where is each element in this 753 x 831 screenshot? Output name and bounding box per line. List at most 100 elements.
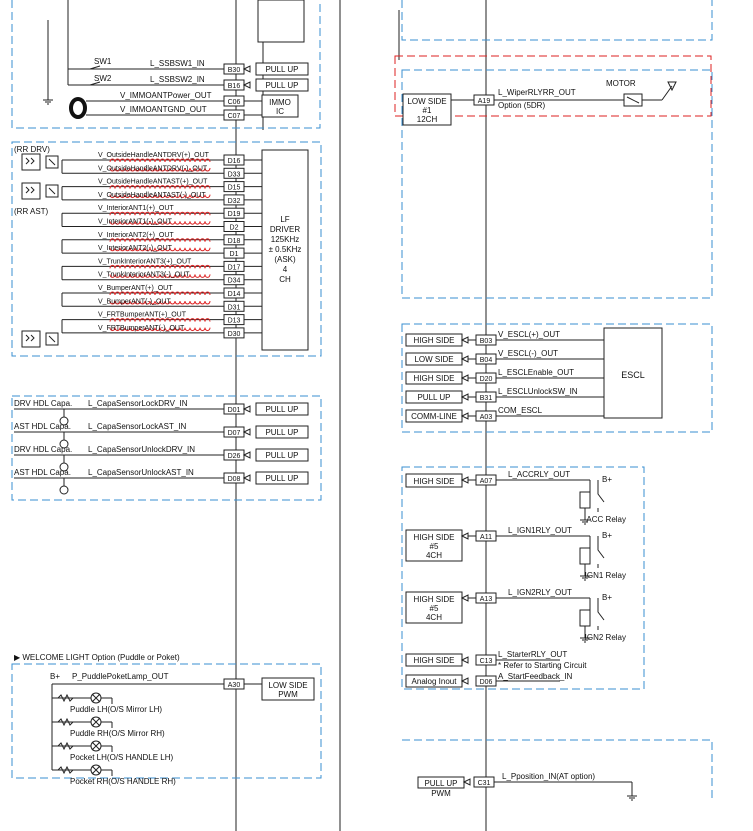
pull-up-box [255,62,309,76]
pin-label: D06 [480,679,493,686]
lf-driver-label: CH [279,275,291,284]
signal-label: V_OutsideHandleANTDRV(-)_OUT [98,165,208,172]
lamp-icon [91,765,101,775]
arrow-head [242,474,251,482]
twisted-pair [109,238,211,242]
capa-name-label: DRV HDL Capa. [14,445,72,454]
twisted-pair [109,158,211,163]
immo-ic-block [261,94,299,118]
twisted-pair [109,211,211,216]
twisted-pair [109,291,211,296]
twisted-pair [109,167,211,172]
pin-label: D30 [228,331,241,338]
pin-label: C13 [480,658,493,665]
arrow-head [460,476,469,484]
pin-label: A13 [480,596,493,603]
capa-name-label: AST HDL Capa. [14,422,71,431]
arrow-head [460,374,469,382]
capa-sensor-icon [59,462,69,472]
signal-label: V_InteriorANT1(-)_OUT [98,219,173,226]
relay-switch-icon [597,546,605,568]
relay-switch-icon [597,608,605,630]
escl-label: ESCL [621,370,645,380]
escl-block [603,327,663,419]
wiper-option-frame [394,55,712,117]
sw2-label: SW2 [94,74,112,83]
immo-frame [11,0,321,129]
low-side-pwm-block [261,677,315,701]
arrow-head [460,656,469,664]
resistor-icon [57,765,74,775]
arrow-head [242,81,251,89]
pin-label: D15 [228,185,241,192]
twisted-pair [109,264,211,269]
signal-label: P_PuddlePoketLamp_OUT [72,672,169,681]
pin-label: B03 [480,338,493,345]
relay-switch-icon [597,490,605,512]
lf-driver-label: DRIVER [270,225,300,234]
twisted-pair [109,194,211,199]
switch-icon [89,65,101,70]
pin-label: C06 [228,99,241,106]
signal-label: L_CapaSensorLockAST_IN [88,422,187,431]
diagram-frame [11,0,713,831]
twisted-pair [109,247,211,252]
twisted-pair [109,221,211,225]
relay-coil-icon [579,491,591,509]
pull-up-box [255,471,309,485]
twisted-pair [109,318,211,322]
top-block [257,0,305,43]
motor-icon [661,81,677,101]
b-plus-label: B+ [50,672,60,681]
block-label: LOW SIDE [407,97,446,106]
pin-label: D2 [230,225,239,232]
twisted-pair [109,185,211,189]
driver-label: PULL UP [265,81,298,90]
rr-ast-label: (RR AST) [14,207,49,216]
immo-coil-icon [69,97,87,119]
pin-label: B16 [228,83,241,90]
pin-label: D32 [228,198,241,205]
lamp-label: Puddle RH(O/S Mirror RH) [70,729,165,738]
antenna-icon [25,157,35,165]
signal-label: V_InteriorANT2(-)_OUT [98,245,173,252]
pin-label: D08 [228,476,241,483]
block-label: #1 [423,106,432,115]
pull-up-box [255,402,309,416]
signal-label: L_SSBSW2_IN [150,75,205,84]
signal-label: L_ACCRLY_OUT [508,470,570,479]
signal-label: L_CapaSensorLockDRV_IN [88,399,188,408]
driver-label: LOW SIDE [414,355,453,364]
pin-label: B04 [480,357,493,364]
lamp-icon [91,693,101,703]
arrow-head [460,355,469,363]
immo-coil-wire [86,100,96,116]
pin-label: A11 [480,534,492,541]
arrow-head [242,65,251,73]
signal-label: V_FRTBumperANT(+)_OUT [98,312,187,319]
lf-driver-label: LF [280,215,289,224]
starter-note: * Refer to Starting Circuit [498,661,587,670]
driver-label: COMM-LINE [411,412,457,421]
lf-driver-label: ± 0.5KHz [269,245,302,254]
driver-label: 4CH [426,551,442,560]
option-label: Option (5DR) [498,101,545,110]
driver-label: HIGH SIDE [414,656,455,665]
pin-label: D07 [228,430,241,437]
driver-label: PULL UP [265,451,298,460]
pin-label: B30 [228,67,241,74]
driver-label: PWM [431,789,451,798]
lamp-label: Pocket LH(O/S HANDLE LH) [70,753,173,762]
signal-label: COM_ESCL [498,406,543,415]
welcome-light-frame [11,663,322,779]
pull-up-box [255,78,309,92]
driver-label: PULL UP [265,405,298,414]
switch-icon [89,81,101,86]
arrow-head [460,532,469,540]
signal-label: V_FRTBumperANT(-)_OUT [98,325,185,332]
signal-label: L_WiperRLYRR_OUT [498,88,576,97]
arrow-head [242,428,251,436]
b-plus-label: B+ [602,593,612,602]
